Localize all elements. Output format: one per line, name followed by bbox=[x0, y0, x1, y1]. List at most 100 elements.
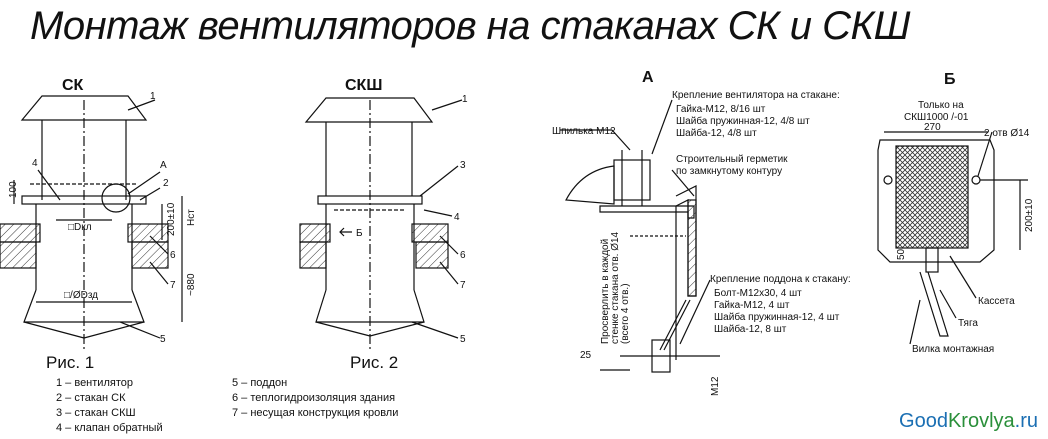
fig1-label: СК bbox=[62, 77, 84, 94]
tray-item: Шайба-12, 8 шт bbox=[714, 323, 787, 335]
cassette bbox=[895, 145, 969, 249]
tray-line-left bbox=[315, 321, 371, 337]
detail-a bbox=[560, 99, 720, 373]
dim-200b: 200±10 bbox=[1024, 198, 1035, 232]
fig2-caption: Рис. 2 bbox=[350, 353, 398, 372]
fork-label: Вилка монтажная bbox=[912, 344, 994, 355]
m12-label: М12 bbox=[710, 376, 721, 396]
tray-slope bbox=[659, 299, 687, 351]
leader-rod bbox=[939, 289, 957, 319]
dim-50: 50 bbox=[896, 248, 907, 260]
fig2-callout-4: 4 bbox=[454, 212, 460, 223]
leader-4 bbox=[423, 209, 453, 217]
sealant-text: по замкнутому контуру bbox=[676, 166, 782, 177]
leader-a bbox=[127, 171, 161, 195]
fig1-caption: Рис. 1 bbox=[46, 353, 94, 372]
leader-mount bbox=[651, 99, 673, 155]
tray bbox=[23, 289, 145, 323]
tray-line-right bbox=[369, 321, 425, 337]
dim-200: 200±10 bbox=[166, 202, 177, 236]
mount-item: Гайка-М12, 8/16 шт bbox=[676, 104, 766, 115]
legend: 1 – вентилятор 2 – стакан СК 3 – стакан … bbox=[56, 377, 398, 434]
roof-structure-left bbox=[299, 241, 327, 269]
fig1-callout-1: 1 bbox=[150, 91, 156, 102]
fig2-callout-7: 7 bbox=[460, 280, 466, 291]
flow-label: Б bbox=[356, 228, 363, 239]
tray-item: Шайба пружинная-12, 4 шт bbox=[714, 311, 840, 323]
tray-title: Крепление поддона к стакану: bbox=[710, 274, 851, 285]
legend-item: 4 – клапан обратный bbox=[56, 422, 163, 434]
leader-stud bbox=[611, 129, 631, 151]
roof-structure-right bbox=[415, 241, 449, 269]
tray-item: Гайка-М12, 4 шт bbox=[714, 300, 790, 311]
leader-3 bbox=[419, 165, 459, 197]
tray-item: Болт-М12х30, 4 шт bbox=[714, 288, 802, 299]
fig1-callout-5: 5 bbox=[160, 334, 166, 345]
figure-skh: СКШ bbox=[299, 77, 463, 350]
fig1-callout-7: 7 bbox=[170, 280, 176, 291]
fig2-label: СКШ bbox=[345, 77, 382, 94]
fig2-callout-5: 5 bbox=[460, 334, 466, 345]
legend-item: 5 – поддон bbox=[232, 377, 287, 389]
fan-flange bbox=[317, 195, 423, 205]
legend-item: 2 – стакан СК bbox=[56, 392, 126, 404]
watermark-part: Good bbox=[899, 410, 948, 432]
page-title: Монтаж вентиляторов на стаканах СК и СКШ bbox=[30, 4, 910, 48]
drill-text: (всего 4 отв.) bbox=[620, 283, 631, 344]
dim-100: 100 bbox=[8, 181, 19, 198]
fan-flange bbox=[21, 195, 147, 205]
leader-7 bbox=[439, 261, 459, 285]
detail-b-note: Только на bbox=[918, 100, 964, 111]
leader-2 bbox=[139, 187, 161, 201]
leader-fork bbox=[909, 299, 921, 345]
watermark: GoodKrovlya.ru bbox=[899, 410, 1038, 433]
legend-item: 3 – стакан СКШ bbox=[56, 407, 136, 419]
leader-1 bbox=[127, 99, 156, 111]
hole-right bbox=[971, 175, 981, 185]
fig1-callout-4: 4 bbox=[32, 158, 38, 169]
stud-label: Шпилька М12 bbox=[552, 126, 616, 137]
dim-270: 270 bbox=[924, 122, 941, 133]
leader-4 bbox=[37, 169, 61, 201]
fig1-callout-a: A bbox=[160, 160, 167, 171]
detail-a-label: А bbox=[642, 69, 654, 86]
leader-sealant bbox=[671, 169, 695, 197]
legend-item: 7 – несущая конструкция кровли bbox=[232, 407, 398, 419]
nut-stack bbox=[613, 159, 651, 201]
tray bbox=[315, 289, 425, 323]
leader-tray bbox=[679, 279, 711, 345]
dim-dsd: □/ØDзд bbox=[64, 290, 98, 301]
fig2-callout-3: 3 bbox=[460, 160, 466, 171]
fig1-callout-6: 6 bbox=[170, 250, 176, 261]
leader-1 bbox=[431, 99, 463, 111]
leader-cassette bbox=[949, 255, 977, 299]
fan-hood bbox=[20, 95, 148, 121]
fig2-callout-1: 1 bbox=[462, 94, 468, 105]
fan-hood bbox=[304, 97, 434, 123]
mount-title: Крепление вентилятора на стакане: bbox=[672, 90, 840, 101]
dim-dkn: □Dкл bbox=[68, 222, 92, 233]
holes-label: 2 отв Ø14 bbox=[984, 128, 1030, 139]
leader-6 bbox=[439, 235, 459, 255]
roof-structure-right bbox=[131, 241, 169, 269]
tray-line-left bbox=[23, 321, 85, 339]
legend-item: 1 – вентилятор bbox=[56, 377, 133, 389]
mount-item: Шайба-12, 4/8 шт bbox=[676, 127, 757, 139]
detail-b bbox=[877, 131, 1028, 345]
roof-structure-left bbox=[0, 241, 37, 269]
mount-item: Шайба пружинная-12, 4/8 шт bbox=[676, 115, 810, 127]
fig2-callout-6: 6 bbox=[460, 250, 466, 261]
detail-b-label: Б bbox=[944, 71, 956, 88]
legend-item: 6 – теплогидроизоляция здания bbox=[232, 392, 395, 404]
drill-text: стенке стакана отв. Ø14 bbox=[610, 231, 621, 344]
dim-880: ~880 bbox=[186, 273, 197, 296]
leader-6 bbox=[149, 235, 169, 255]
flow-arrow bbox=[339, 227, 352, 237]
leader-7 bbox=[149, 261, 169, 285]
detail-a-circle bbox=[101, 183, 131, 213]
watermark-part: .ru bbox=[1014, 410, 1038, 432]
sealant-text: Строительный герметик bbox=[676, 154, 788, 165]
flange-plate bbox=[599, 205, 695, 219]
drill-text: Просверлить в каждой bbox=[600, 239, 611, 344]
